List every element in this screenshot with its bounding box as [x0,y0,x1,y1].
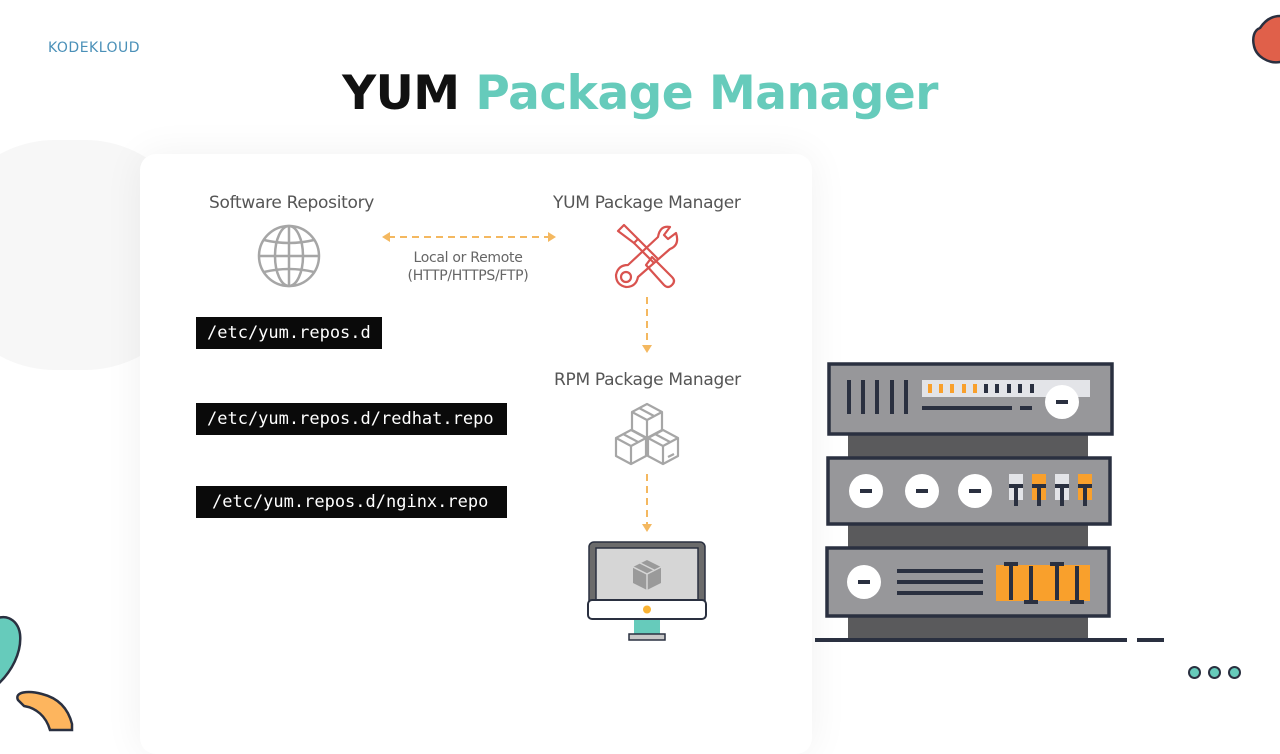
bidirectional-arrow [382,232,556,242]
pagination-dot [1208,666,1221,679]
decorative-blob-teal [0,615,22,684]
yum-to-rpm-arrow [642,297,652,353]
redhat-repo-path: /etc/yum.repos.d/redhat.repo [196,403,507,435]
nginx-repo-path: /etc/yum.repos.d/nginx.repo [196,486,507,518]
server-unit-bottom [825,546,1111,618]
diagram-card [140,154,812,754]
server-rack-icon [815,362,1164,642]
rpm-to-client-arrow [642,474,652,532]
connection-label: Local or Remote (HTTP/HTTPS/FTP) [395,249,541,285]
rpm-package-manager-label: RPM Package Manager [554,370,741,390]
decorative-blob-orange [16,690,74,732]
globe-icon [257,224,321,288]
pagination-dot [1188,666,1201,679]
computer-icon [587,541,707,641]
page-title: YUM Package Manager [0,66,1280,121]
package-icon [632,560,662,590]
repo-dir-path: /etc/yum.repos.d [196,317,382,349]
software-repository-label: Software Repository [209,193,375,213]
title-package-manager: Package Manager [475,66,938,121]
server-unit-top [827,362,1114,436]
boxes-icon [614,402,680,466]
kodekloud-logo: KODEKLOUD [48,40,141,56]
tools-icon [614,223,679,289]
connection-label-line2: (HTTP/HTTPS/FTP) [407,268,529,284]
server-unit-middle [826,456,1112,526]
decorative-blob-red [1252,14,1280,64]
pagination-dot [1228,666,1241,679]
connection-label-line1: Local or Remote [413,250,523,266]
title-yum: YUM [342,66,460,121]
pagination-dots [1188,666,1241,679]
yum-package-manager-label: YUM Package Manager [553,193,741,213]
